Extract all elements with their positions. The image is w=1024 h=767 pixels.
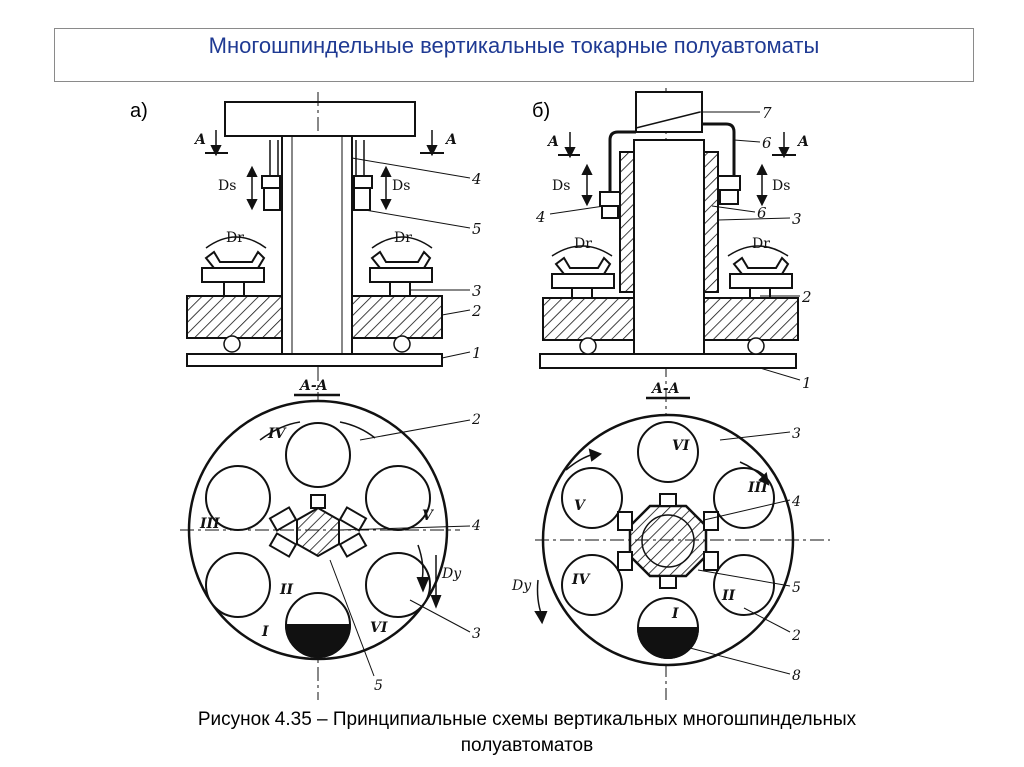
svg-text:III: III [747, 480, 768, 496]
svg-text:V: V [422, 508, 435, 524]
diagram-b-section-labels: A-A 3 4 5 2 8 VI V IV I II III Dy [511, 381, 801, 684]
svg-text:2: 2 [471, 412, 481, 428]
svg-text:Dy: Dy [441, 566, 462, 582]
diagram-b-callouts: 7 6 4 6 3 2 1 [535, 104, 812, 392]
svg-text:VI: VI [672, 438, 690, 454]
svg-text:II: II [721, 588, 736, 604]
diagram-a-label: а) [130, 100, 148, 122]
title-frame: Многошпиндельные вертикальные токарные п… [54, 28, 974, 82]
svg-text:IV: IV [267, 426, 288, 442]
svg-text:5: 5 [792, 580, 801, 596]
svg-text:A: A [444, 132, 457, 148]
svg-text:3: 3 [472, 282, 482, 300]
svg-text:Dr: Dr [394, 230, 412, 246]
svg-text:Ds: Ds [552, 178, 570, 194]
svg-text:Dr: Dr [752, 236, 770, 252]
svg-text:2: 2 [471, 302, 482, 320]
svg-text:2: 2 [801, 288, 812, 306]
svg-text:Ds: Ds [392, 178, 410, 194]
diagram-b-section [534, 396, 830, 675]
svg-text:8: 8 [792, 668, 801, 684]
svg-text:Dr: Dr [226, 230, 244, 246]
svg-text:6: 6 [762, 134, 772, 152]
svg-text:1: 1 [472, 344, 482, 362]
svg-text:I: I [261, 624, 269, 640]
svg-text:3: 3 [792, 210, 802, 228]
diagram-a-section-labels: A-A 2 4 3 5 IV III II I VI V Dy [199, 378, 481, 694]
figure-caption: Рисунок 4.35 – Принципиальные схемы верт… [60, 707, 994, 759]
caption-line-1: Рисунок 4.35 – Принципиальные схемы верт… [197, 709, 857, 730]
svg-text:Dy: Dy [511, 578, 532, 594]
svg-text:1: 1 [802, 374, 812, 392]
svg-text:A-A: A-A [650, 381, 680, 397]
svg-text:5: 5 [374, 678, 383, 694]
diagram-b-front-view [539, 88, 801, 700]
svg-text:II: II [279, 582, 294, 598]
svg-text:Ds: Ds [772, 178, 790, 194]
diagram-a-section [180, 393, 471, 677]
svg-text:4: 4 [791, 494, 801, 510]
svg-text:Ds: Ds [218, 178, 236, 194]
svg-text:A: A [193, 132, 206, 148]
svg-text:A-A: A-A [298, 378, 328, 394]
svg-text:A: A [796, 134, 809, 150]
caption-line-2: полуавтоматов [460, 735, 594, 756]
svg-text:7: 7 [762, 104, 772, 122]
svg-text:3: 3 [792, 426, 801, 442]
svg-text:4: 4 [471, 518, 481, 534]
technical-drawing: 4 5 3 2 1 Ds Ds Dr Dr A A [180, 88, 830, 700]
diagram-b-label: б) [532, 100, 551, 122]
svg-text:A: A [546, 134, 559, 150]
svg-text:5: 5 [472, 220, 482, 238]
svg-text:2: 2 [791, 628, 801, 644]
slide-title: Многошпиндельные вертикальные токарные п… [208, 33, 820, 58]
svg-text:IV: IV [571, 572, 592, 588]
svg-text:III: III [199, 516, 220, 532]
svg-text:VI: VI [370, 620, 388, 636]
diagram-a-callouts: 4 5 3 2 1 [471, 170, 482, 362]
svg-text:4: 4 [535, 208, 546, 226]
svg-text:Dr: Dr [574, 236, 592, 252]
svg-text:4: 4 [471, 170, 482, 188]
svg-text:3: 3 [472, 626, 481, 642]
svg-text:6: 6 [757, 204, 767, 222]
svg-text:V: V [574, 498, 587, 514]
svg-text:I: I [671, 606, 679, 622]
